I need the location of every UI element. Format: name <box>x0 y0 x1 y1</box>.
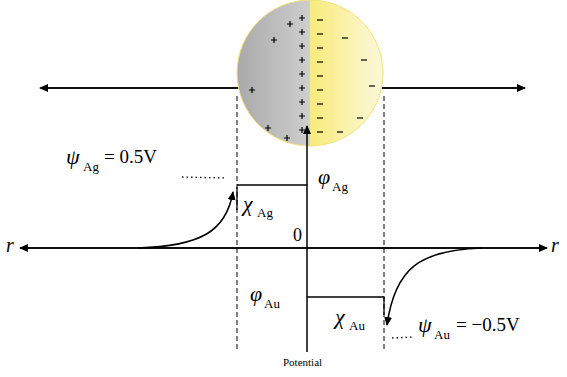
plus-charge <box>299 99 305 105</box>
axis-label: r <box>6 234 14 256</box>
minus-charge <box>317 19 323 20</box>
janus-particle <box>237 0 383 146</box>
potential-axis <box>306 126 308 352</box>
leader-dots <box>182 177 226 178</box>
plus-charge <box>299 57 305 63</box>
symbol-psi: ψ <box>418 313 432 337</box>
subscript: Ag <box>332 180 348 194</box>
phi-level <box>307 296 384 297</box>
subscript: Ag <box>83 160 99 174</box>
value-label: = 0.5V <box>104 147 157 168</box>
subscript: Ag <box>257 206 273 220</box>
potential-curve <box>138 192 233 248</box>
potential-step <box>236 187 237 210</box>
minus-charge <box>317 61 323 62</box>
leader-dots <box>392 337 414 338</box>
plus-charge <box>299 43 305 49</box>
charge-symbols <box>249 15 375 141</box>
minus-charge <box>317 131 323 132</box>
minus-charge <box>317 33 323 34</box>
minus-charge <box>357 117 363 118</box>
minus-charge <box>317 75 323 76</box>
plus-charge <box>249 87 255 93</box>
plus-charge <box>299 29 305 35</box>
minus-charge <box>342 37 348 38</box>
minus-charge <box>361 59 367 60</box>
subscript: Au <box>349 319 365 333</box>
potential-curve <box>387 248 482 325</box>
symbol-phi: φ <box>318 165 330 189</box>
value-label: = −0.5V <box>456 315 520 336</box>
plus-charge <box>299 85 305 91</box>
plus-charge <box>299 127 305 133</box>
subscript: Au <box>434 328 450 342</box>
minus-charge <box>317 103 323 104</box>
plus-charge <box>265 125 271 131</box>
minus-charge <box>317 117 323 118</box>
symbol-phi: φ <box>250 282 262 306</box>
plus-charge <box>299 15 305 21</box>
plus-charge <box>284 135 290 141</box>
plus-charge <box>271 37 277 43</box>
plus-charge <box>299 71 305 77</box>
potential-step <box>383 297 384 315</box>
minus-charge <box>317 89 323 90</box>
origin-label: 0 <box>293 226 302 246</box>
axis-title: Potential <box>283 356 322 368</box>
phi-level <box>237 184 307 185</box>
symbol-chi: χ <box>335 305 345 329</box>
symbol-chi: χ <box>243 192 253 216</box>
minus-charge <box>369 85 375 86</box>
minus-charge <box>317 47 323 48</box>
minus-charge <box>337 131 343 132</box>
plus-charge <box>287 21 293 27</box>
axis-label: r <box>551 234 559 256</box>
dashed-line <box>384 96 385 352</box>
symbol-psi: ψ <box>66 145 80 169</box>
dashed-line <box>237 96 238 352</box>
plus-charge <box>299 113 305 119</box>
subscript: Au <box>264 297 280 311</box>
